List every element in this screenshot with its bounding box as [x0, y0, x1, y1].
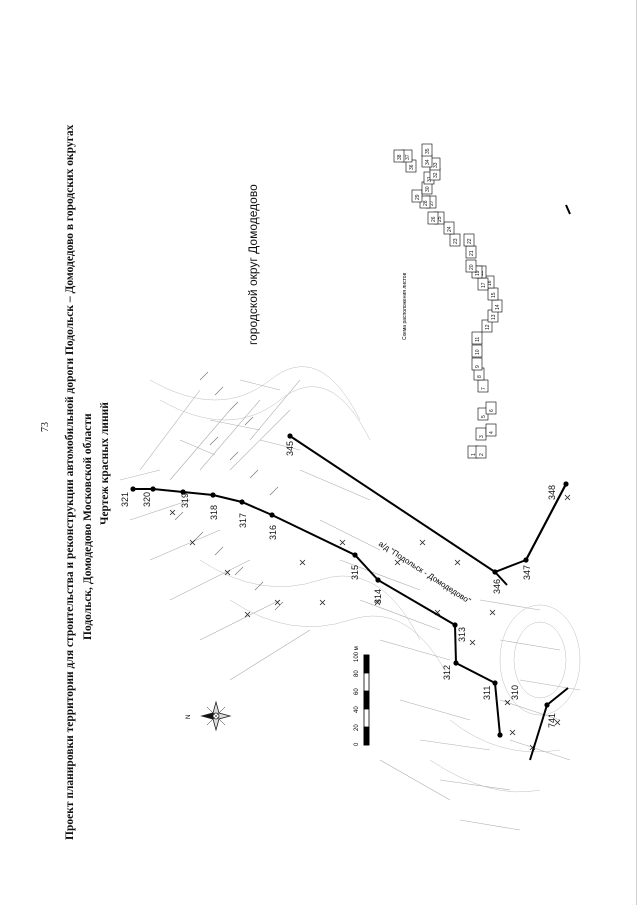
point-label-311: 311 — [482, 686, 492, 700]
north-arrow-icon — [200, 700, 232, 732]
scheme-sheet-box — [411, 189, 423, 203]
scheme-sheet-box — [485, 423, 497, 437]
scheme-sheet-label: 22 — [467, 238, 473, 244]
scheme-sheet-label: 6 — [489, 409, 495, 412]
scheme-sheet-label: 24 — [447, 226, 453, 232]
scheme-sheet-label: 30 — [425, 186, 431, 192]
scheme-sheet-box — [449, 233, 461, 247]
scheme-sheet-label: 23 — [453, 238, 459, 244]
scheme-sheet-box — [427, 211, 439, 225]
scheme-sheet-box — [471, 357, 483, 371]
point-label-314: 314 — [373, 589, 383, 604]
scheme-sheet-box — [465, 259, 477, 273]
scale-tick-20: 20 — [354, 724, 360, 731]
survey-crosses — [169, 494, 571, 751]
scheme-sheet-label: 28 — [423, 200, 429, 206]
red-lines — [133, 435, 569, 761]
scheme-sheet-label: 33 — [433, 162, 439, 168]
point-labels: 321 320 319 318 317 316 315 314 313 312 … — [120, 441, 557, 728]
scheme-sheet-label: 19 — [475, 270, 481, 276]
scheme-sheet-label: 34 — [425, 159, 431, 165]
scheme-sheet-label: 12 — [485, 324, 491, 330]
scheme-sheet-label: 1 — [471, 453, 477, 456]
edge-mark — [565, 204, 571, 215]
point-label-312: 312 — [442, 665, 452, 680]
scheme-sheet-label: 7 — [481, 387, 487, 390]
hatching — [174, 371, 284, 611]
road-label: а/д "Подольск - Домодедово" — [377, 539, 473, 605]
scheme-sheet-label: 36 — [409, 164, 415, 170]
point-label-346: 346 — [492, 579, 502, 594]
scheme-sheet-label: 13 — [491, 314, 497, 320]
scheme-sheet-label: 17 — [481, 282, 487, 288]
scheme-sheet-label: 26 — [431, 216, 437, 222]
north-label: N — [186, 715, 192, 719]
scheme-sheet-label: 10 — [475, 349, 481, 355]
scheme-sheet-label: 16 — [487, 280, 493, 286]
point-label-319: 319 — [180, 493, 190, 508]
scheme-sheet-label: 14 — [495, 304, 501, 310]
scale-bar — [363, 654, 370, 746]
terrain-contours — [149, 366, 581, 793]
sheet-scheme: 1234567891011121314151617181920212223242… — [393, 143, 503, 459]
scheme-sheet-label: 21 — [469, 250, 475, 256]
point-label-316: 316 — [268, 525, 278, 540]
scheme-sheet-label: 25 — [437, 216, 443, 222]
scheme-sheet-box — [463, 233, 475, 247]
scheme-sheet-box — [475, 445, 487, 459]
scale-tick-0: 0 — [354, 742, 360, 746]
point-label-313: 313 — [457, 627, 467, 642]
terrain-texture — [119, 379, 581, 831]
point-label-321: 321 — [120, 492, 130, 507]
scheme-sheet-label: 2 — [479, 453, 485, 456]
scheme-sheet-label: 32 — [433, 172, 439, 178]
point-label-741: 741 — [547, 713, 557, 728]
scheme-sheet-label: 38 — [397, 154, 403, 160]
scheme-sheet-label: 29 — [415, 194, 421, 200]
point-label-317: 317 — [238, 513, 248, 528]
page-edge-line — [636, 0, 637, 905]
scheme-sheet-box — [481, 319, 493, 333]
scheme-sheet-label: 37 — [405, 154, 411, 160]
point-label-310: 310 — [510, 685, 520, 700]
scheme-title: Схема расположения листов — [402, 272, 408, 340]
point-label-345: 345 — [285, 441, 295, 456]
vertex-markers — [130, 433, 569, 738]
scheme-sheet-label: 5 — [481, 415, 487, 418]
scheme-sheet-label: 15 — [491, 292, 497, 298]
scheme-sheet-box — [471, 331, 483, 345]
scheme-sheet-box — [393, 149, 405, 163]
scheme-sheet-box — [421, 143, 433, 157]
scheme-sheet-label: 4 — [489, 431, 495, 434]
point-label-320: 320 — [142, 492, 152, 507]
scheme-sheet-box — [485, 401, 497, 415]
scale-tick-100: 100 м — [354, 646, 360, 662]
point-label-315: 315 — [350, 565, 360, 580]
scheme-sheet-label: 3 — [479, 435, 485, 438]
point-label-318: 318 — [209, 505, 219, 520]
point-label-347: 347 — [522, 565, 532, 580]
scheme-sheet-label: 9 — [475, 365, 481, 368]
scheme-sheet-label: 11 — [475, 337, 481, 342]
scheme-sheet-label: 27 — [429, 200, 435, 206]
scale-tick-80: 80 — [354, 670, 360, 677]
scheme-sheet-label: 20 — [469, 264, 475, 270]
scheme-sheet-label: 8 — [477, 375, 483, 378]
point-label-348: 348 — [547, 485, 557, 500]
scale-tick-40: 40 — [354, 706, 360, 713]
scale-bar-labels: 0 20 40 60 80 100 м — [354, 646, 360, 746]
scale-tick-60: 60 — [354, 688, 360, 695]
scheme-sheet-box — [471, 344, 483, 358]
scheme-sheet-label: 35 — [425, 148, 431, 154]
scheme-sheet-box — [443, 221, 455, 235]
